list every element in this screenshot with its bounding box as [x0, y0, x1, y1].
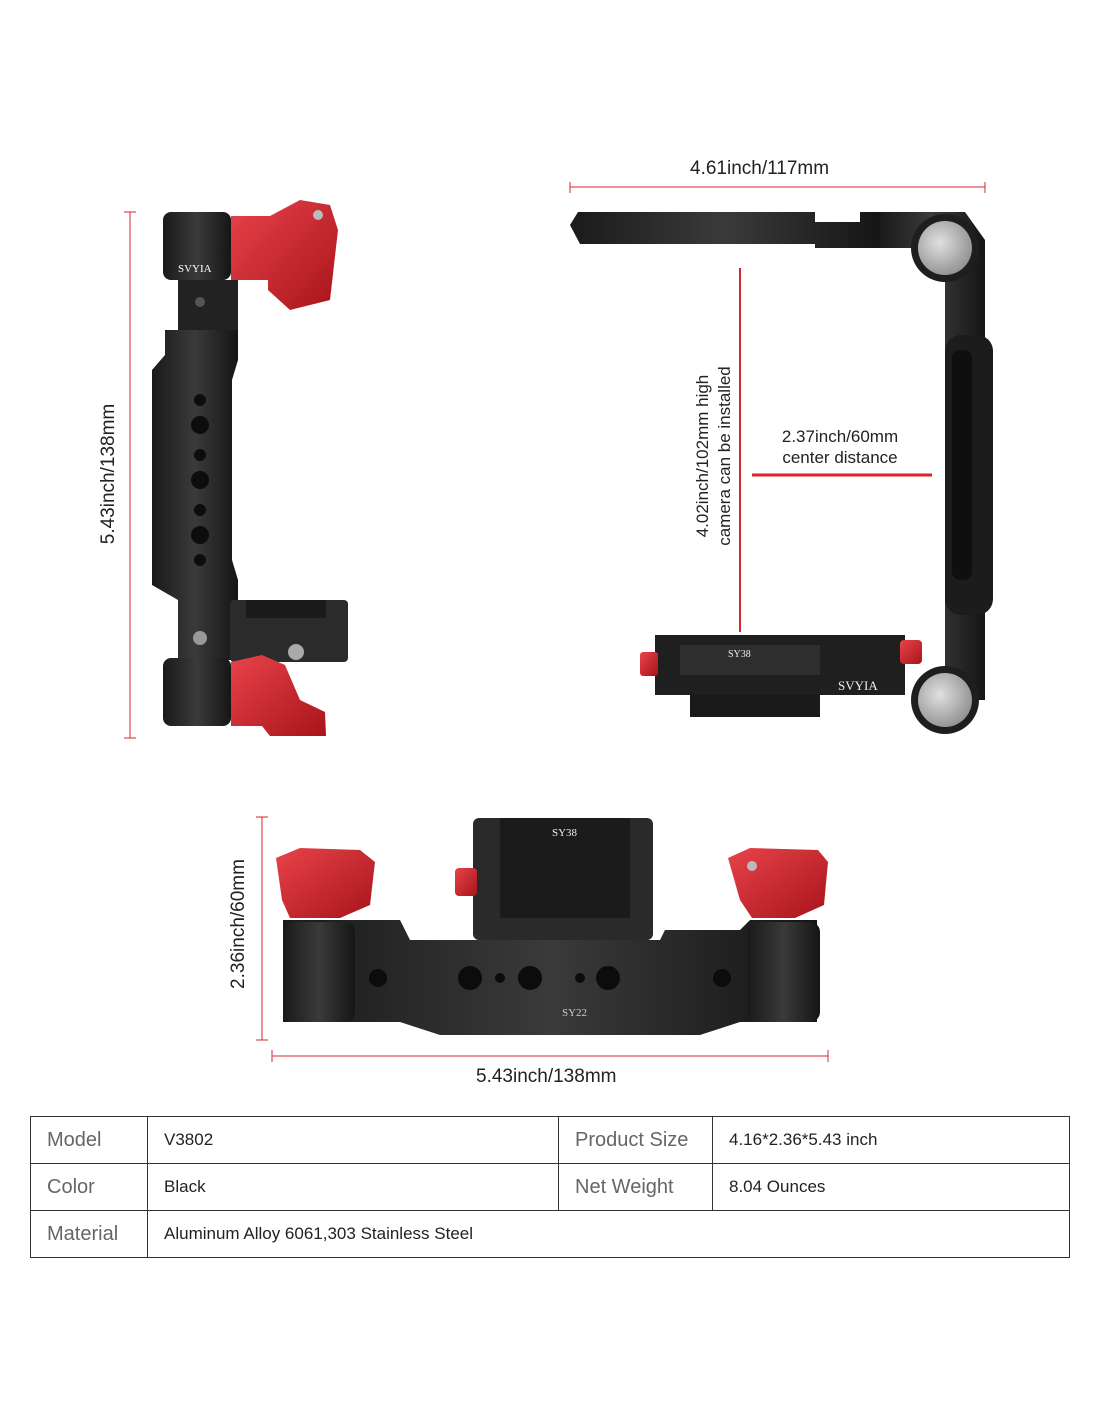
top-width-label: 4.61inch/117mm — [690, 158, 830, 179]
camera-height-label: 4.02inch/102mm high camera can be instal… — [692, 336, 740, 576]
spec-value-material: Aluminum Alloy 6061,303 Stainless Steel — [147, 1210, 1070, 1258]
spec-key-color: Color — [30, 1163, 148, 1211]
spec-row-material: Material Aluminum Alloy 6061,303 Stainle… — [30, 1210, 1070, 1258]
spec-value-model: V3802 — [147, 1116, 559, 1164]
side-view-product — [152, 200, 348, 736]
center-distance-line2: center distance — [782, 448, 898, 467]
spec-row-model: Model V3802 Product Size 4.16*2.36*5.43 … — [30, 1116, 1070, 1164]
front-view-product — [570, 212, 993, 734]
left-dimension-line — [124, 211, 136, 739]
bottom-height-dimension-line — [256, 816, 268, 1041]
spec-key-net-weight: Net Weight — [558, 1163, 713, 1211]
spec-key-model: Model — [30, 1116, 148, 1164]
spec-row-color: Color Black Net Weight 8.04 Ounces — [30, 1163, 1070, 1211]
spec-key-product-size: Product Size — [558, 1116, 713, 1164]
spec-key-material: Material — [30, 1210, 148, 1258]
plate-label-sy38-side: SY38 — [728, 649, 751, 660]
bottom-width-dimension-line — [271, 1050, 829, 1062]
brand-logo-side: SVYIA — [178, 263, 212, 275]
bottom-height-label: 2.36inch/60mm — [228, 859, 249, 989]
spec-value-color: Black — [147, 1163, 559, 1211]
camera-height-line1: 4.02inch/102mm high — [693, 374, 712, 538]
plate-label-sy38-top: SY38 — [552, 827, 578, 839]
top-dimension-line — [569, 182, 986, 193]
plate-label-sy22: SY22 — [562, 1007, 587, 1019]
top-view-product — [276, 818, 828, 1035]
spec-table: Model V3802 Product Size 4.16*2.36*5.43 … — [30, 1116, 1070, 1258]
spec-value-product-size: 4.16*2.36*5.43 inch — [712, 1116, 1070, 1164]
brand-logo-front: SVYIA — [838, 678, 878, 693]
side-height-label: 5.43inch/138mm — [98, 403, 119, 545]
camera-height-line2: camera can be installed — [715, 366, 734, 546]
center-distance-label: 2.37inch/60mm center distance — [760, 426, 920, 468]
spec-value-net-weight: 8.04 Ounces — [712, 1163, 1070, 1211]
bottom-width-label: 5.43inch/138mm — [476, 1066, 617, 1087]
center-distance-line1: 2.37inch/60mm — [781, 427, 899, 446]
